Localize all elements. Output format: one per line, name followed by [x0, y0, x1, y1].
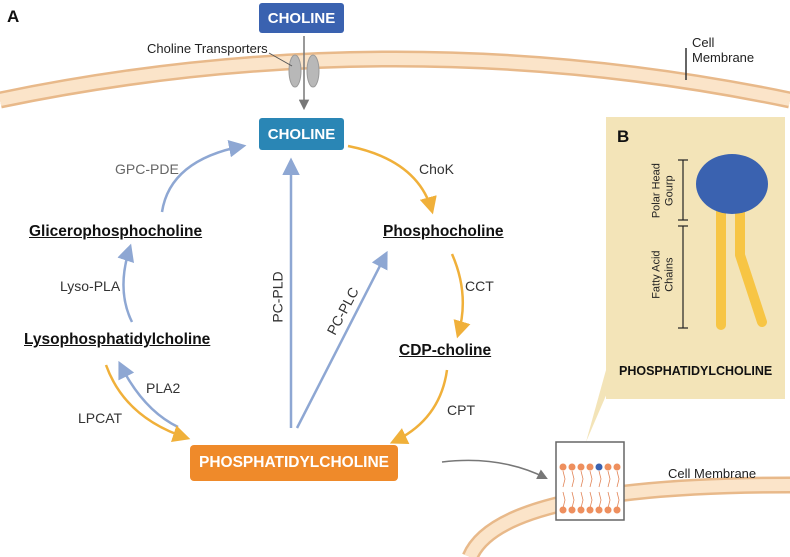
fatty-acid-label: Fatty Acid Chains — [650, 250, 675, 299]
membrane-inset — [555, 441, 625, 521]
arrow-lpcat — [104, 364, 191, 443]
phosphatidylcholine-molecule — [696, 154, 768, 330]
arrow-gpc-pde — [160, 140, 247, 213]
cdp-choline-label: CDP-choline — [399, 342, 492, 359]
phosphatidylcholine-box: PHOSPHATIDYLCHOLINE — [190, 445, 398, 481]
cell-membrane-bottom-label: Cell Membrane — [668, 466, 757, 481]
polar-head-label: Polar Head Gourp — [650, 163, 675, 219]
choline-intracellular-label: CHOLINE — [267, 125, 336, 143]
polar-head-bracket — [678, 159, 688, 221]
choline-intracellular-box: CHOLINE — [259, 118, 344, 150]
cell-membrane-top-label: Cell Membrane — [692, 35, 755, 65]
pla2-label: PLA2 — [146, 380, 181, 396]
phosphatidylcholine-main-label: PHOSPHATIDYLCHOLINE — [198, 454, 390, 471]
top-cell-membrane — [0, 50, 790, 109]
choline-transporters-label: Choline Transporters — [147, 41, 268, 56]
arrow-to-inset — [441, 459, 548, 479]
cpt-label: CPT — [447, 402, 475, 418]
lysophosphatidylcholine-label: Lysophosphatidylcholine — [24, 331, 211, 348]
transporter-pointer — [268, 52, 293, 67]
choline-transporter — [288, 54, 320, 88]
lyso-pla-label: Lyso-PLA — [60, 278, 121, 294]
panel-b-label: B — [617, 127, 630, 146]
arrow-pc-plc — [295, 250, 388, 429]
arrow-cpt — [389, 369, 449, 444]
cct-label: CCT — [465, 278, 494, 294]
choline-extracellular-box: CHOLINE — [259, 3, 344, 33]
arrow-lyso-pla — [117, 243, 134, 323]
phosphocholine-label: Phosphocholine — [383, 223, 504, 240]
lpcat-label: LPCAT — [78, 410, 123, 426]
gpc-pde-label: GPC-PDE — [115, 161, 179, 177]
arrow-chok — [347, 144, 437, 215]
glicerophosphocholine-label: Glicerophosphocholine — [29, 223, 203, 240]
arrow-cct — [450, 253, 471, 339]
bottom-cell-membrane — [462, 476, 790, 557]
pc-pld-label: PC-PLD — [269, 271, 286, 323]
choline-extracellular-label: CHOLINE — [267, 9, 336, 27]
arrow-pla2 — [118, 360, 179, 429]
panel-a-label: A — [7, 7, 20, 26]
fatty-acid-bracket — [678, 225, 688, 329]
chok-label: ChoK — [419, 161, 455, 177]
phosphatidylcholine-b-label: PHOSPHATIDYLCHOLINE — [619, 364, 773, 378]
